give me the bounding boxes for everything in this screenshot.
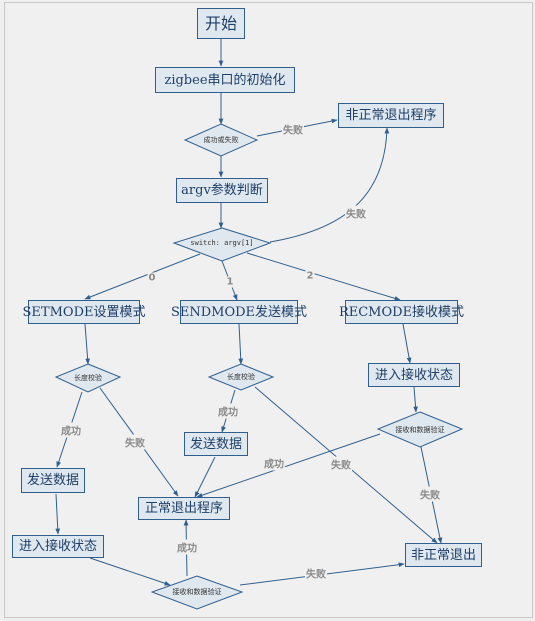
decision-recv-verify-set <box>150 575 244 610</box>
edge-switch-case0 <box>84 253 201 300</box>
edge-switch-case2 <box>246 252 401 301</box>
edge-label-fail-bottom: 失败 <box>305 565 327 581</box>
edge-label-fail-switch: 失败 <box>345 205 367 221</box>
edge-recvstate-to-verify-rec <box>413 386 418 413</box>
edge-label-case-0: 0 <box>147 272 157 284</box>
node-start: 开始 <box>197 8 245 39</box>
edge-label-case-1: 1 <box>225 276 235 288</box>
edge-label-success-send-len: 成功 <box>217 403 239 419</box>
edge-recverify-success <box>196 433 381 498</box>
label-switch: switch: argv[1] <box>190 239 254 247</box>
edge-senddata-to-recvstate <box>55 493 61 535</box>
edge-label-case-2: 2 <box>305 270 315 282</box>
node-setmode: SETMODE设置模式 <box>23 300 145 324</box>
label-len-check-send: 长度校验 <box>227 373 255 381</box>
decision-switch <box>172 227 272 262</box>
node-enter-recv-state-rec: 进入接收状态 <box>368 363 460 387</box>
edge-label-fail-set-len: 失败 <box>124 434 146 450</box>
node-normal-exit: 正常退出程序 <box>138 497 230 520</box>
decision-recv-verify-rec <box>376 411 464 448</box>
node-send-data-send: 发送数据 <box>184 432 248 456</box>
edge-sendmode-to-len <box>238 323 244 365</box>
node-argv-check: argv参数判断 <box>176 178 268 203</box>
node-sendmode: SENDMODE发送模式 <box>171 300 307 324</box>
decision-len-check-set <box>54 363 122 393</box>
node-recmode: RECMODE接收模式 <box>339 300 464 324</box>
label-recv-verify-rec: 接收和数据验证 <box>395 426 445 434</box>
label-len-check-set: 长度校验 <box>74 374 102 382</box>
edge-label-fail-top: 失败 <box>282 121 304 137</box>
node-zigbee-init: zigbee串口的初始化 <box>155 67 295 93</box>
decision-len-check-send <box>207 363 275 391</box>
label-recv-verify-set: 接收和数据验证 <box>172 588 222 596</box>
edge-switch-to-exit <box>269 127 390 243</box>
edge-setmode-to-len <box>84 323 90 365</box>
edge-recvstate-to-verify <box>89 557 171 586</box>
node-exit-abnormal-program: 非正常退出程序 <box>338 103 444 128</box>
edge-label-fail-rec-verify: 失败 <box>419 486 441 502</box>
decision-check-result <box>183 123 259 157</box>
edge-label-success-rec-verify: 成功 <box>263 455 285 471</box>
edge-label-fail-send-len: 失败 <box>330 456 352 472</box>
node-abnormal-exit: 非正常退出 <box>405 543 482 567</box>
edge-recmode-to-recvstate <box>402 323 412 364</box>
label-check-result: 成功或失败 <box>203 136 239 144</box>
edge-label-success-set-len: 成功 <box>60 422 82 438</box>
node-enter-recv-state-set: 进入接收状态 <box>12 535 104 558</box>
node-send-data-set: 发送数据 <box>21 468 85 493</box>
edge-label-success-bottom: 成功 <box>176 539 198 555</box>
edge-senddata-to-normal <box>194 456 216 498</box>
